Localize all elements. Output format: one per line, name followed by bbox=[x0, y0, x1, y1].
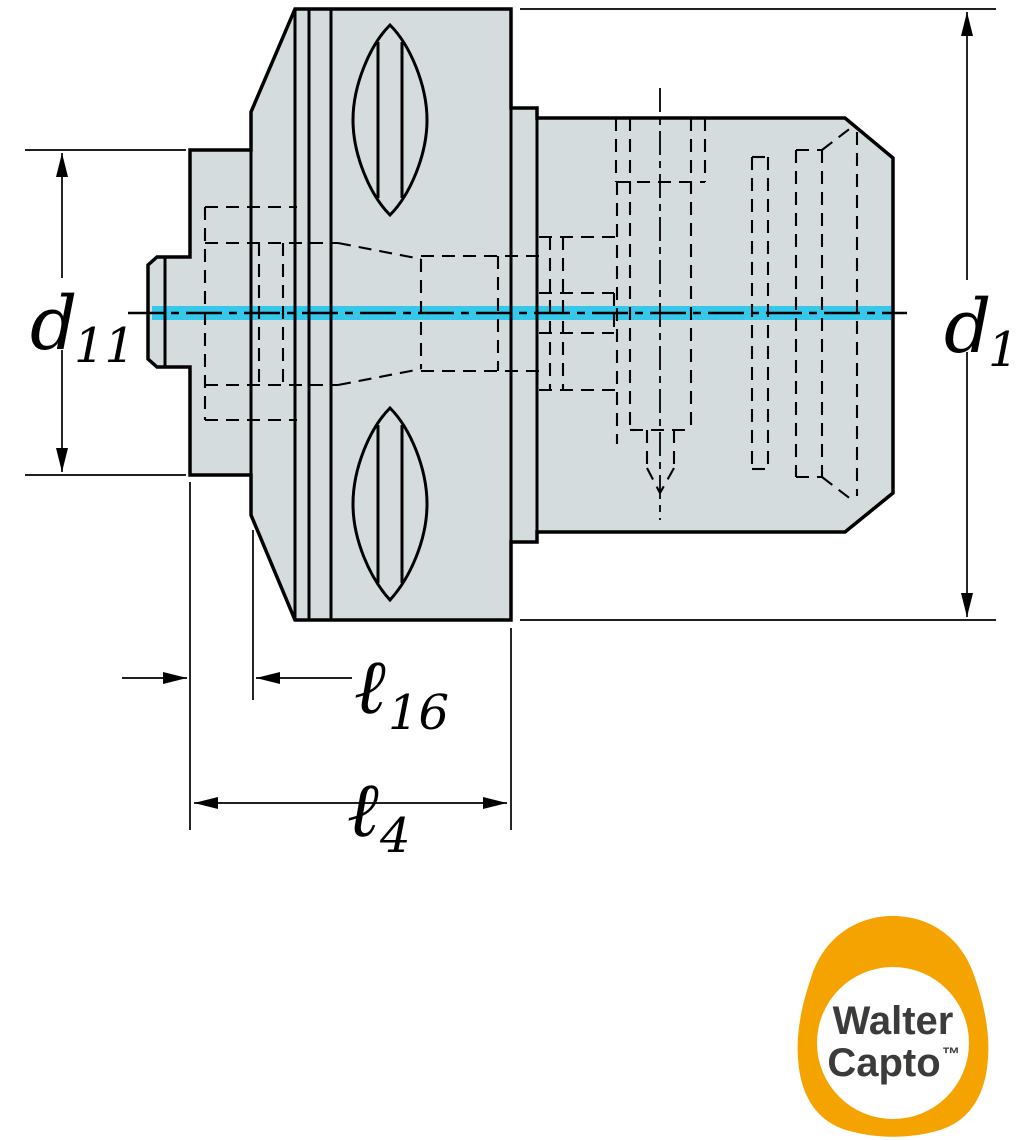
label-d11-symbol: d bbox=[30, 281, 77, 367]
logo-text-capto: Capto bbox=[827, 1041, 940, 1085]
dimension-d11: d 11 bbox=[25, 149, 186, 476]
drive-slot-bottom bbox=[351, 405, 429, 603]
drive-slot-top bbox=[351, 22, 429, 218]
logo-inner-circle bbox=[817, 967, 969, 1119]
dimension-l4: ℓ 4 bbox=[194, 628, 512, 864]
label-d1-subscript: 1 bbox=[988, 322, 1019, 378]
walter-capto-logo: Walter Capto ™ bbox=[797, 916, 989, 1137]
label-l16-subscript: 16 bbox=[388, 685, 449, 741]
hidden-detail-lines bbox=[203, 118, 859, 501]
logo-text-walter: Walter bbox=[833, 999, 954, 1043]
drive-slots bbox=[351, 22, 429, 603]
label-d11-subscript: 11 bbox=[74, 318, 135, 374]
dimension-d1: d 1 bbox=[520, 8, 1019, 621]
label-l4-subscript: 4 bbox=[379, 808, 411, 864]
dimension-l16: ℓ 16 bbox=[122, 482, 449, 830]
logo-trademark: ™ bbox=[942, 1044, 960, 1064]
label-l4-symbol: ℓ bbox=[347, 765, 379, 854]
label-d1-symbol: d bbox=[944, 284, 991, 370]
label-l16-symbol: ℓ bbox=[354, 642, 386, 731]
